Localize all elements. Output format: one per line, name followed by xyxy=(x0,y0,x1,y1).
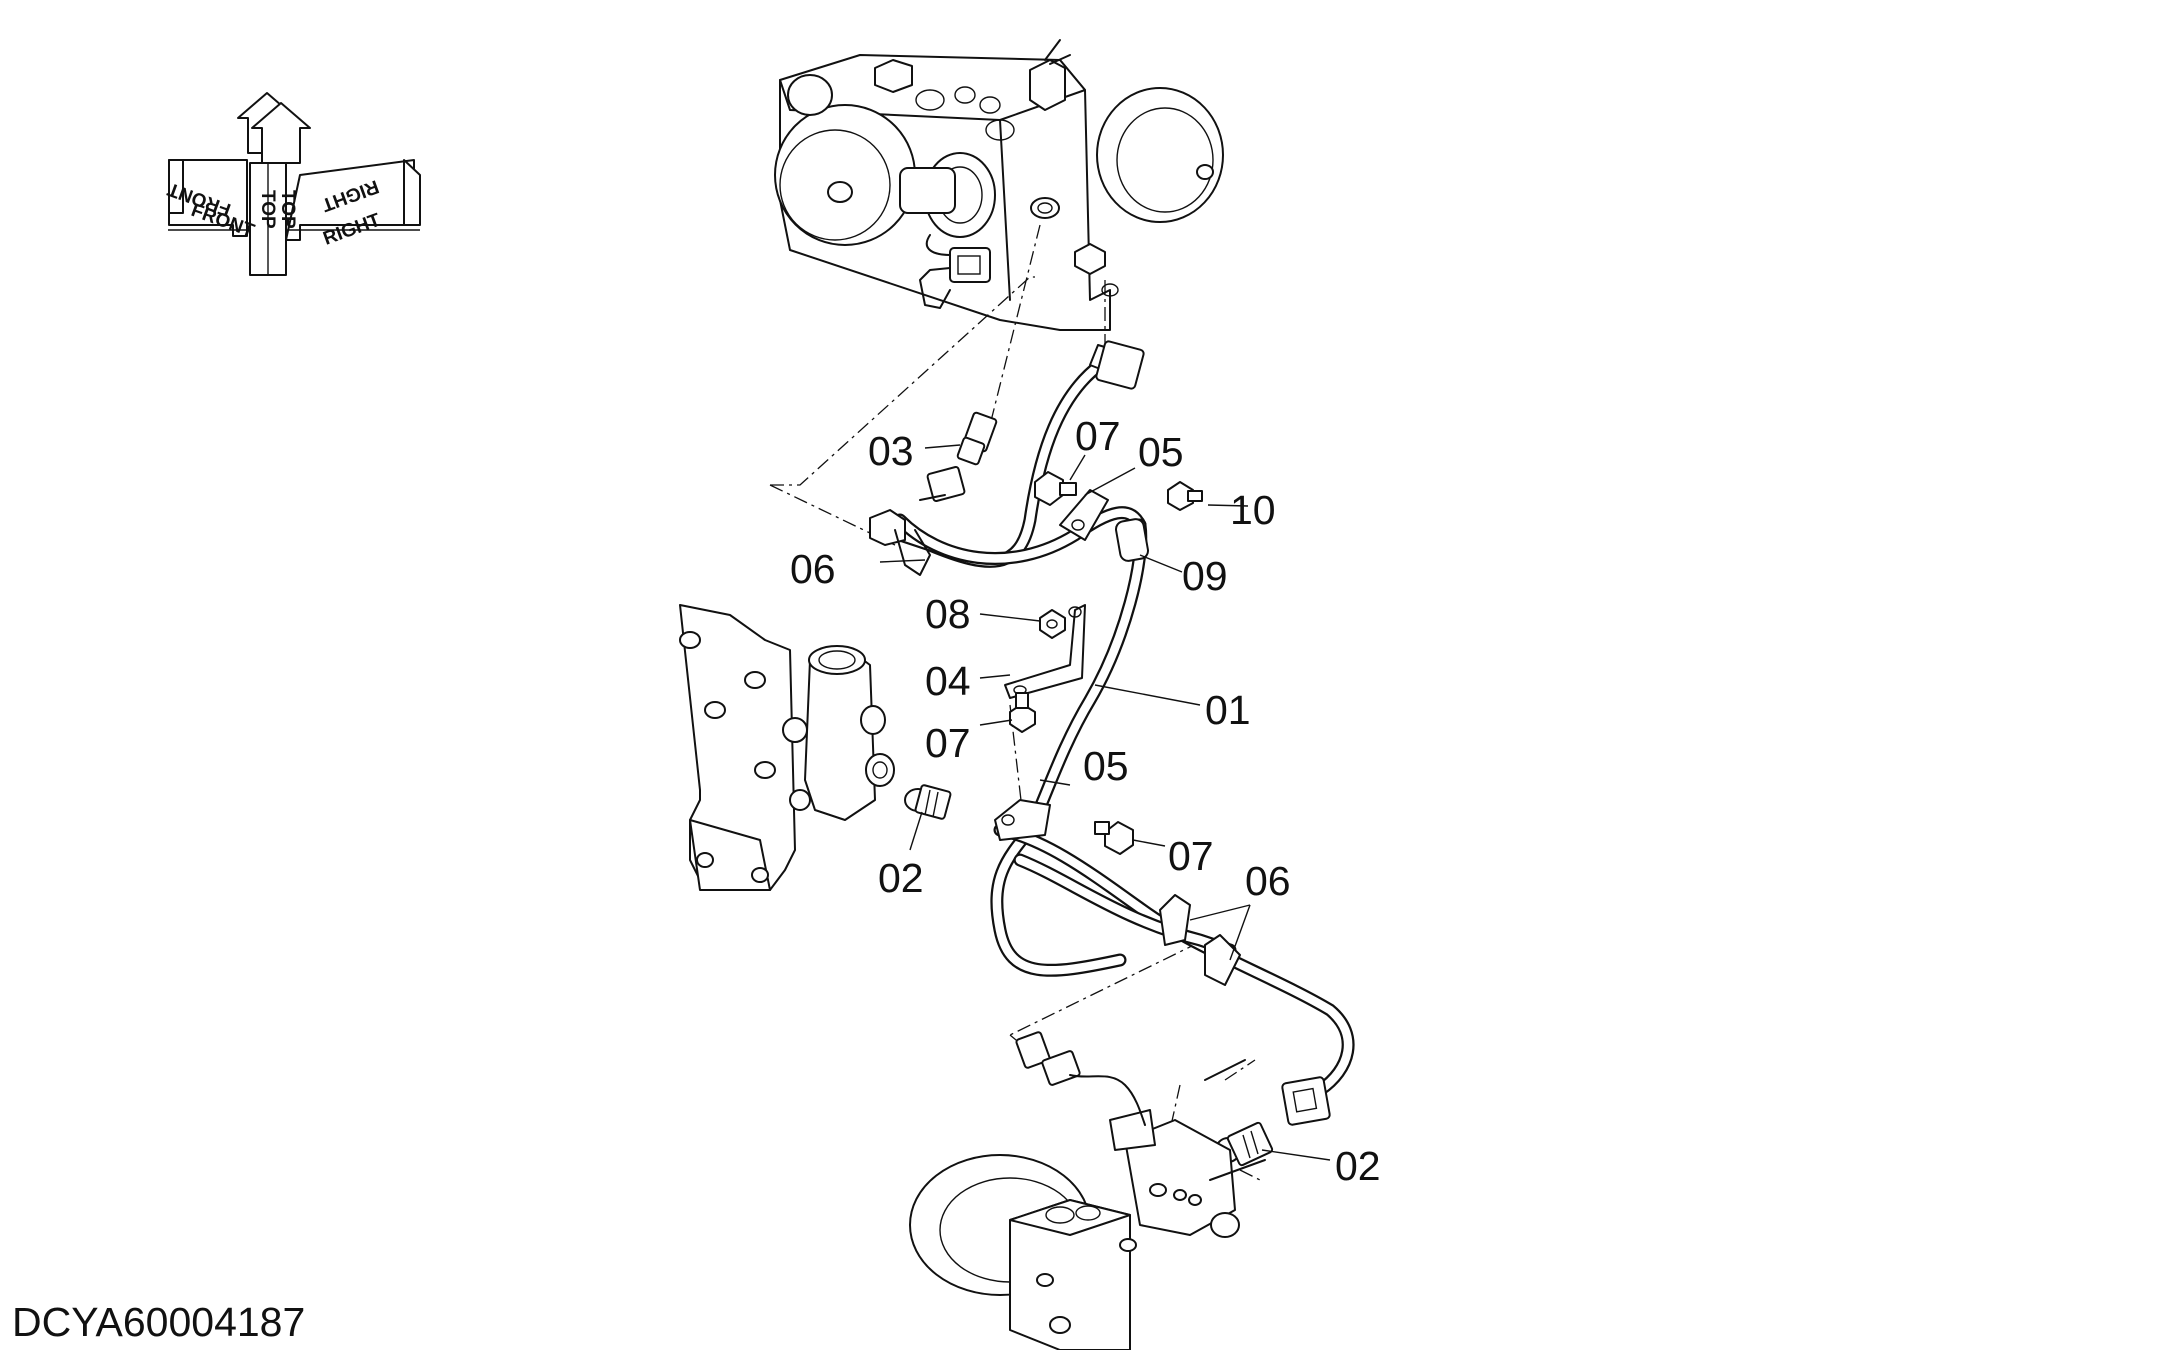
callout-02-right: 02 xyxy=(1335,1143,1381,1189)
callout-06-lower: 06 xyxy=(1245,858,1291,904)
fasteners xyxy=(904,411,1274,1167)
callout-07-middle: 07 xyxy=(925,720,971,766)
orientation-arrow-icon: TOP TOP FRONT FRONT RIGHT RIGHT xyxy=(165,92,421,276)
bolt-07-middle-icon xyxy=(1009,692,1036,733)
bottom-accumulator-valve-assembly xyxy=(909,1031,1266,1350)
top-label-mirror: TOP xyxy=(277,190,298,229)
bolt-07-upper-icon xyxy=(1034,471,1077,506)
callout-03: 03 xyxy=(868,428,914,474)
callout-leader-lines xyxy=(879,444,1331,1161)
callout-02-left: 02 xyxy=(878,855,924,901)
drawing-code: DCYA60004187 xyxy=(12,1299,305,1345)
callout-06-upper: 06 xyxy=(790,546,836,592)
sensor-02-right-icon xyxy=(1215,1121,1274,1167)
callout-01: 01 xyxy=(1205,687,1251,733)
callout-09: 09 xyxy=(1182,553,1228,599)
bolt-10-icon xyxy=(1167,481,1203,511)
callout-08: 08 xyxy=(925,591,971,637)
sensor-02-left-icon xyxy=(904,784,952,820)
top-label: TOP xyxy=(257,190,278,229)
top-accumulator-valve-assembly xyxy=(774,39,1224,331)
callout-05-lower: 05 xyxy=(1083,743,1129,789)
callout-04: 04 xyxy=(925,658,971,704)
callout-labels: 03 07 05 10 06 09 08 04 01 07 05 02 07 0… xyxy=(790,413,1381,1189)
callout-07-upper: 07 xyxy=(1075,413,1121,459)
sensor-03-icon xyxy=(956,411,998,466)
wiring-harness xyxy=(869,340,1355,1126)
callout-05-upper: 05 xyxy=(1138,429,1184,475)
bolt-07-lower-icon xyxy=(1094,821,1134,855)
nut-08-icon xyxy=(1039,609,1066,639)
callout-10: 10 xyxy=(1230,487,1276,533)
callout-07-lower: 07 xyxy=(1168,833,1214,879)
hose-clamps xyxy=(994,489,1241,986)
left-pressure-valve-assembly xyxy=(679,604,895,891)
